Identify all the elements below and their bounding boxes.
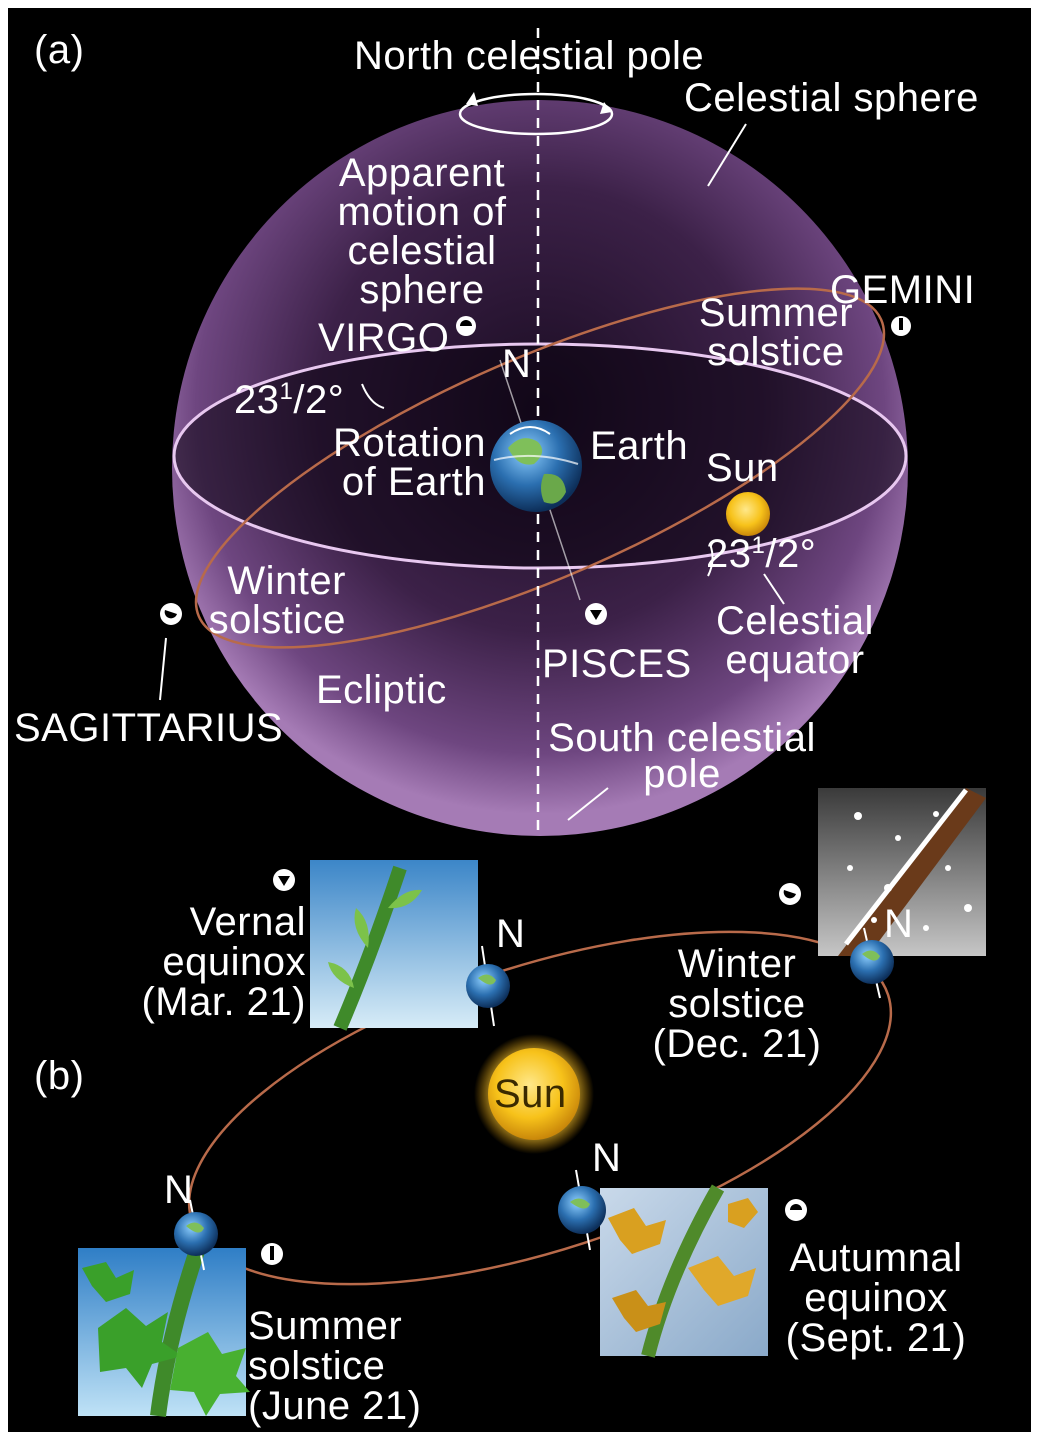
earth-autumn-icon <box>558 1169 606 1251</box>
panel-a-tag: (a) <box>34 28 85 72</box>
south-celestial-pole-label: South celestial pole <box>548 716 816 796</box>
autumn-season-image <box>600 1184 768 1358</box>
autumn-marker-icon <box>785 1199 807 1221</box>
sun-small-icon <box>726 492 770 536</box>
celestial-sphere-label: Celestial sphere <box>684 76 979 120</box>
north-vernal-label: N <box>496 912 526 956</box>
gemini-marker-icon <box>891 316 911 336</box>
earth-land-shape <box>508 438 543 465</box>
ecliptic-label: Ecliptic <box>316 668 447 712</box>
celestial-equator-label: Celestial equator <box>716 599 874 682</box>
panel-b-tag: (b) <box>34 1054 85 1098</box>
leader-line <box>763 573 785 605</box>
autumnal-equinox-label: Autumnal equinox (Sept. 21) <box>785 1236 967 1360</box>
north-marker-label: N <box>502 342 532 386</box>
earth-label: Earth <box>590 424 689 468</box>
diagram-graphics <box>78 28 986 1417</box>
diagram-canvas: (a) North celestial pole Celestial spher… <box>8 8 1031 1432</box>
sun-large-label: Sun <box>494 1072 567 1116</box>
leader-line <box>707 123 747 187</box>
ecliptic-path <box>194 287 886 649</box>
rotation-arrow-icon <box>466 92 478 106</box>
virgo-label: VIRGO <box>318 316 450 360</box>
sagittarius-marker-icon <box>160 603 182 625</box>
summer-season-image <box>78 1245 250 1417</box>
leader-line <box>567 787 609 821</box>
vernal-equinox-label: Vernal equinox (Mar. 21) <box>141 900 306 1024</box>
earth-globe-icon <box>490 420 582 512</box>
leader-line <box>159 637 167 701</box>
sun-large-icon <box>488 1048 580 1140</box>
winter-marker-icon <box>779 883 801 905</box>
tilt-angle-equator-label: 231/2° <box>706 532 817 576</box>
vernal-season-image <box>310 860 478 1031</box>
sagittarius-label: SAGITTARIUS <box>14 706 284 750</box>
north-celestial-pole-label: North celestial pole <box>354 34 705 78</box>
pisces-label: PISCES <box>542 642 692 686</box>
summer-marker-icon <box>261 1243 283 1265</box>
earth-vernal-icon <box>466 945 510 1027</box>
winter-solstice-label: Winter solstice <box>208 559 346 642</box>
pisces-marker-icon <box>585 603 607 625</box>
earth-rotation-arrow-icon <box>509 426 551 435</box>
angle-arc <box>707 543 714 577</box>
vernal-marker-icon <box>273 869 295 891</box>
summer-solstice-label: Summer solstice <box>698 291 854 374</box>
angle-arc <box>361 383 385 409</box>
north-winter-label: N <box>884 902 914 946</box>
pole-rotation-ring <box>458 92 614 136</box>
sun-label: Sun <box>706 446 779 490</box>
north-summer-label: N <box>164 1168 194 1212</box>
rotation-of-earth-label: Rotation of Earth <box>333 421 486 504</box>
earth-land-shape <box>541 473 566 504</box>
earth-winter-icon <box>850 927 894 999</box>
apparent-motion-label: Apparent motion of celestial sphere <box>337 151 507 312</box>
winter-solstice-date-label: Winter solstice (Dec. 21) <box>652 942 822 1066</box>
summer-solstice-date-label: Summer solstice (June 21) <box>248 1304 422 1428</box>
earth-summer-icon <box>174 1199 218 1271</box>
north-autumn-label: N <box>592 1136 622 1180</box>
rotation-arrow-icon <box>600 102 612 114</box>
virgo-marker-icon <box>456 316 476 336</box>
gemini-label: GEMINI <box>830 268 976 312</box>
tilt-angle-label: 231/2° <box>234 378 345 422</box>
winter-season-image <box>818 788 986 956</box>
